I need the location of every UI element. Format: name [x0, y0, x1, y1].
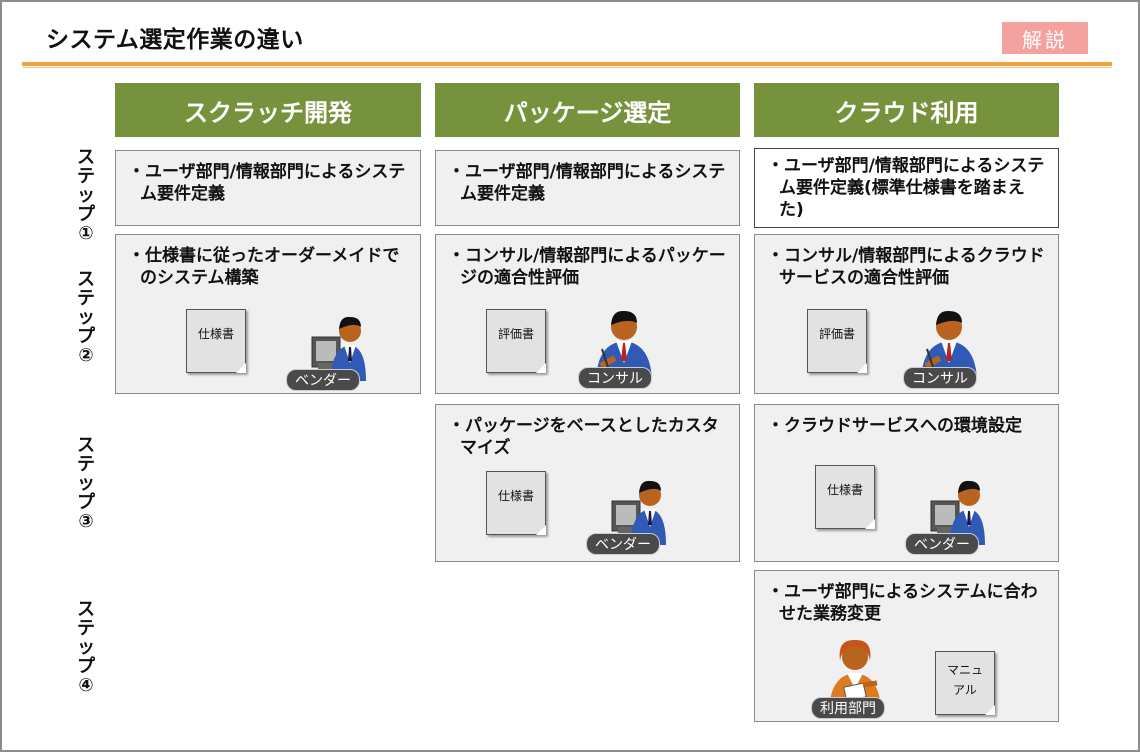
consultant-label: コンサル: [903, 367, 977, 389]
cell-text: ・仕様書に従ったオーダーメイドでのシステム構築: [128, 245, 410, 289]
cell-package-step1: ・ユーザ部門/情報部門によるシステム要件定義: [435, 150, 740, 226]
consultant-label: コンサル: [578, 367, 652, 389]
page-title: システム選定作業の違い: [46, 20, 304, 54]
explanation-badge: 解説: [1002, 22, 1088, 54]
vendor-label: ベンダー: [586, 533, 660, 555]
cell-cloud-step1: ・ユーザ部門/情報部門によるシステム要件定義(標準仕様書を踏まえた): [754, 148, 1059, 228]
cell-scratch-step2: ・仕様書に従ったオーダーメイドでのシステム構築 仕様書 ベンダー: [115, 234, 421, 394]
vendor-person-icon: ベンダー: [911, 467, 987, 551]
spec-document-icon: 仕様書: [815, 465, 875, 529]
cell-cloud-step3: ・クラウドサービスへの環境設定 仕様書 ベンダー: [754, 404, 1059, 562]
vendor-person-icon: ベンダー: [592, 467, 668, 551]
cell-text: ・ユーザ部門/情報部門によるシステム要件定義: [128, 161, 410, 205]
evaluation-document-icon: 評価書: [807, 309, 867, 373]
cell-package-step3: ・パッケージをベースとしたカスタマイズ 仕様書 ベンダー: [435, 404, 740, 562]
user-department-label: 利用部門: [811, 697, 885, 719]
vendor-label: ベンダー: [286, 369, 360, 391]
cell-scratch-step1: ・ユーザ部門/情報部門によるシステム要件定義: [115, 150, 421, 226]
consultant-person-icon: コンサル: [911, 301, 987, 385]
spec-document-icon: 仕様書: [186, 309, 246, 373]
cell-text: ・ユーザ部門によるシステムに合わせた業務変更: [767, 581, 1048, 625]
cell-package-step2: ・コンサル/情報部門によるパッケージの適合性評価 評価書 コンサル: [435, 234, 740, 394]
column-header-scratch: スクラッチ開発: [115, 83, 421, 137]
column-header-package: パッケージ選定: [435, 83, 740, 137]
cell-text: ・コンサル/情報部門によるパッケージの適合性評価: [448, 245, 729, 289]
cell-text: ・ユーザ部門/情報部門によるシステム要件定義: [448, 161, 729, 205]
cell-text: ・コンサル/情報部門によるクラウドサービスの適合性評価: [767, 245, 1048, 289]
column-header-cloud: クラウド利用: [754, 83, 1059, 137]
consultant-person-icon: コンサル: [586, 301, 662, 385]
evaluation-document-icon: 評価書: [486, 309, 546, 373]
cell-cloud-step4: ・ユーザ部門によるシステムに合わせた業務変更 利用部門 マニュ アル: [754, 570, 1059, 722]
vendor-person-icon: ベンダー: [292, 303, 368, 387]
title-underline-light: [22, 67, 1112, 68]
cell-text: ・パッケージをベースとしたカスタマイズ: [448, 415, 729, 459]
spec-document-icon: 仕様書: [486, 471, 546, 535]
user-department-person-icon: 利用部門: [817, 631, 893, 715]
cell-text: ・クラウドサービスへの環境設定: [767, 415, 1048, 437]
vendor-label: ベンダー: [905, 533, 979, 555]
cell-cloud-step2: ・コンサル/情報部門によるクラウドサービスの適合性評価 評価書 コンサル: [754, 234, 1059, 394]
manual-document-icon: マニュ アル: [935, 651, 995, 715]
cell-text: ・ユーザ部門/情報部門によるシステム要件定義(標準仕様書を踏まえた): [767, 155, 1048, 221]
title-underline: [22, 62, 1112, 66]
